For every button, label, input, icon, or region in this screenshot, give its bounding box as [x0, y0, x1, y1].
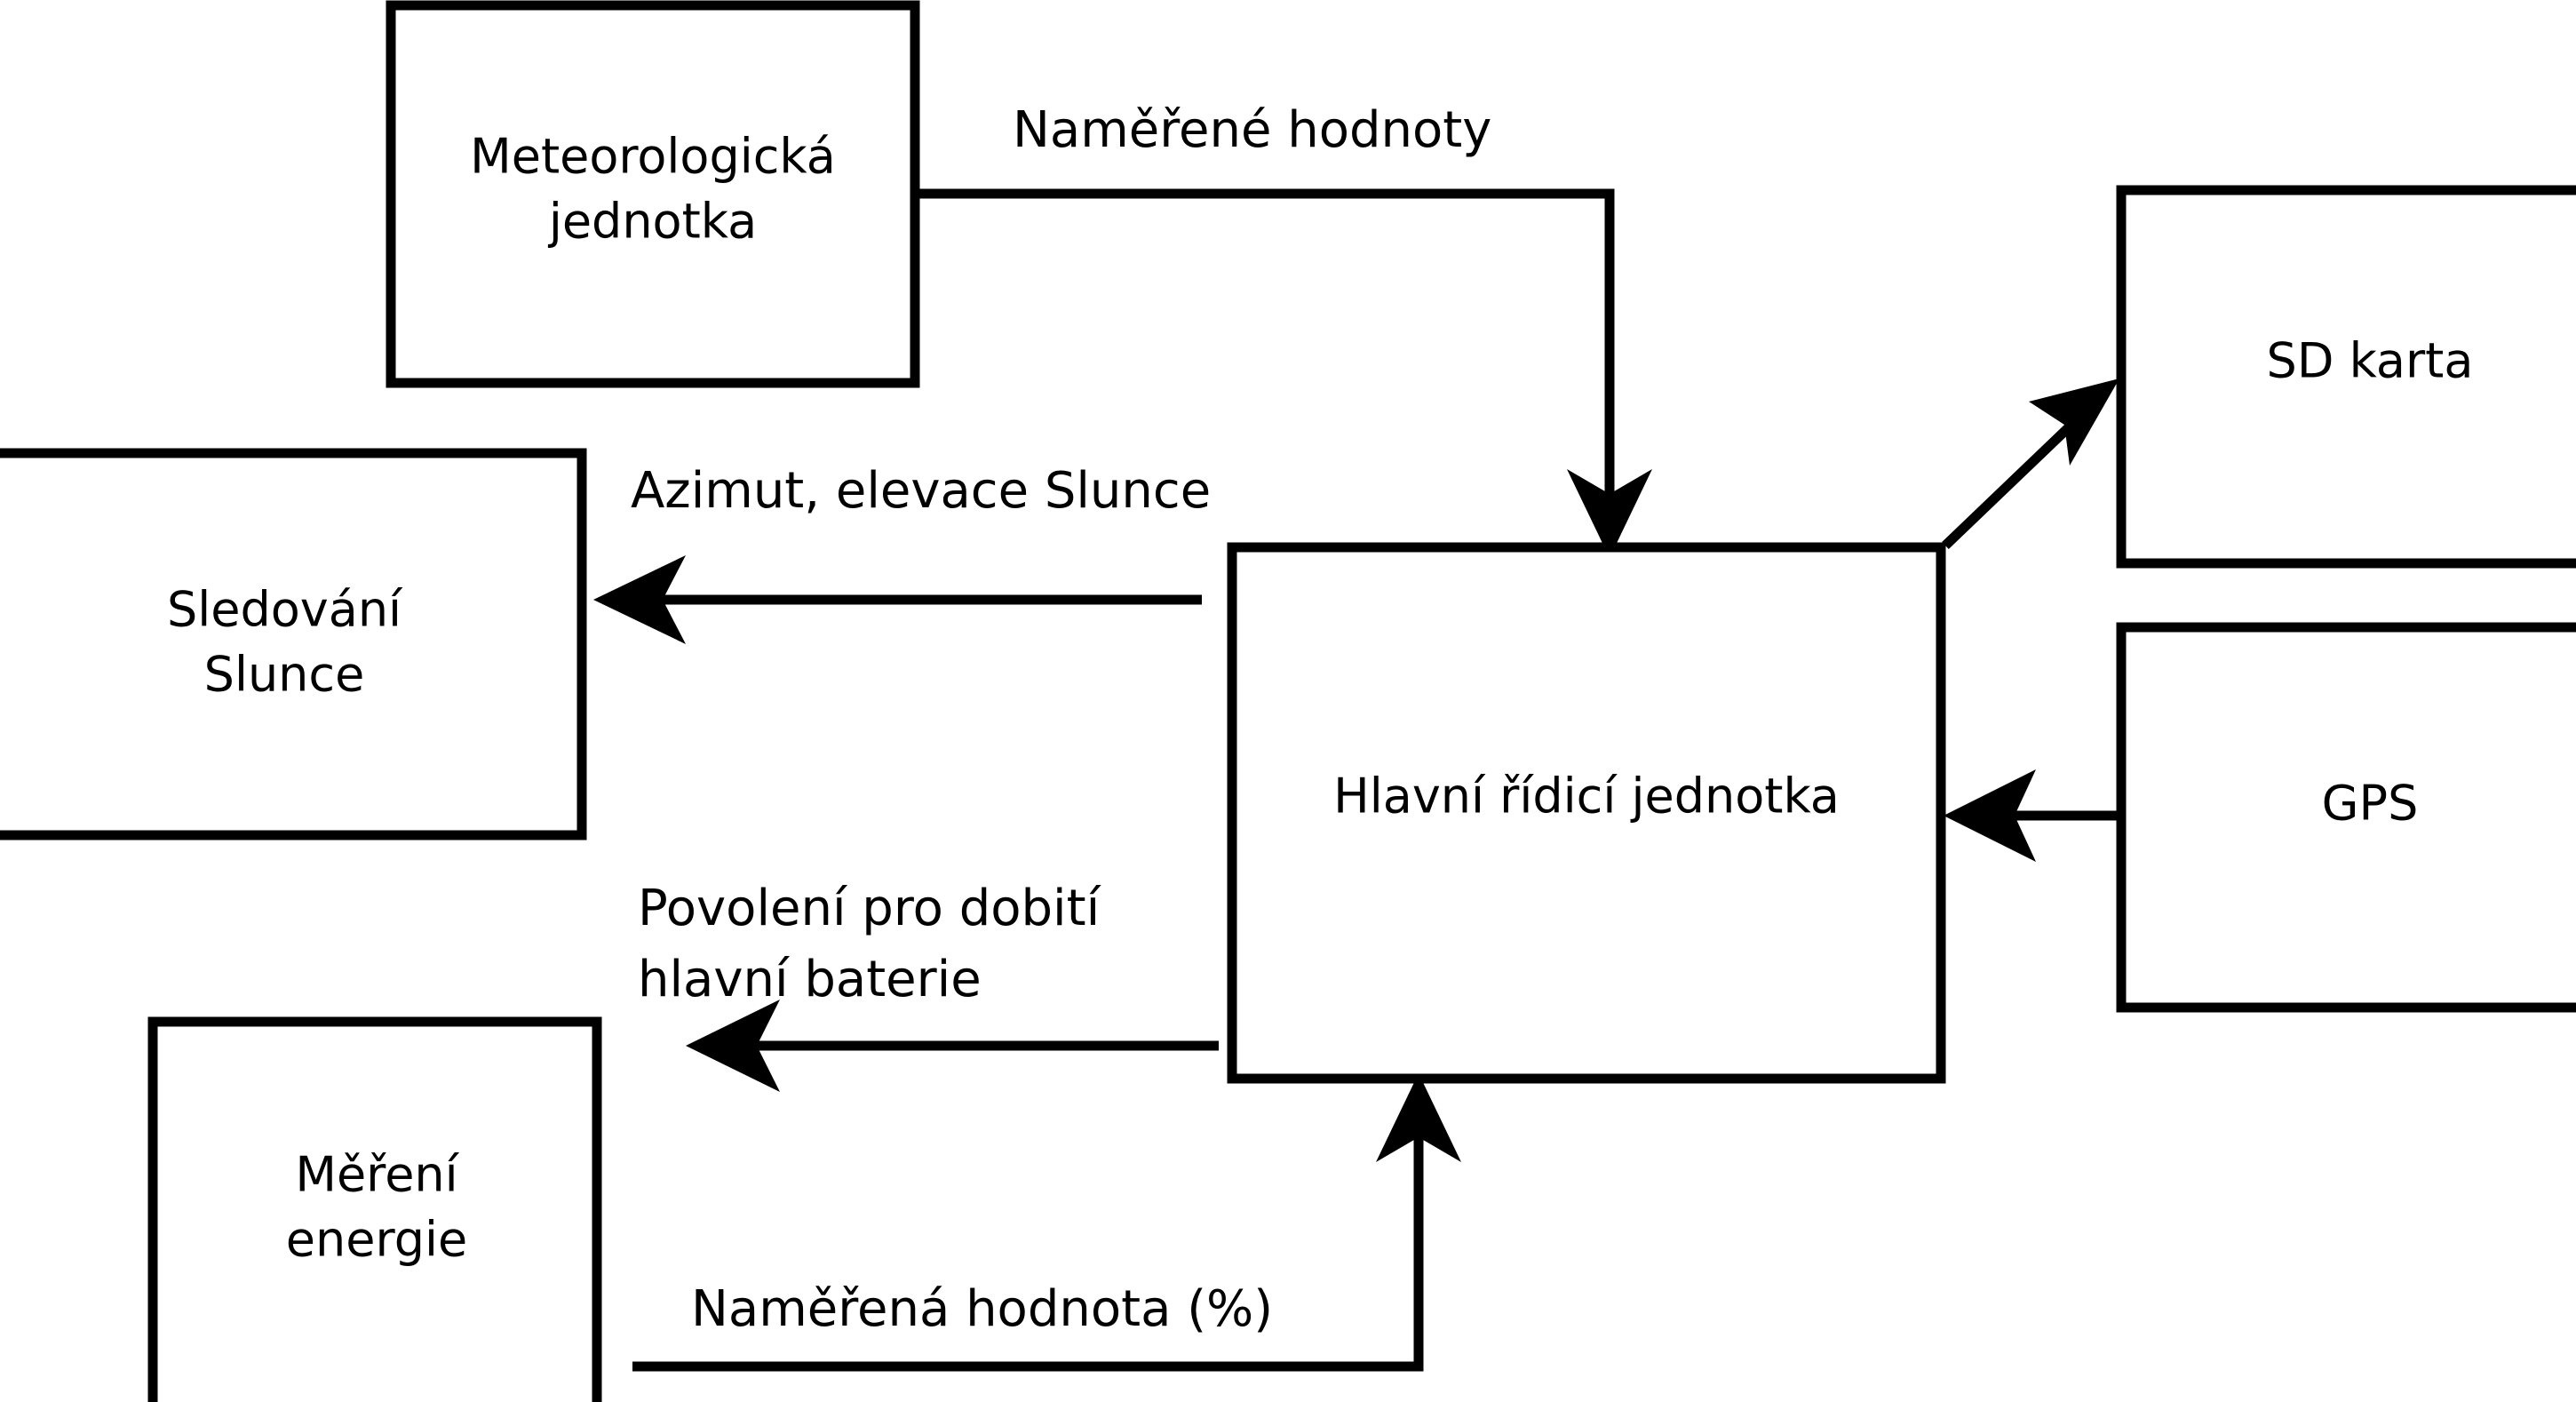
edge-main-to-tracking	[593, 555, 1202, 644]
edge-label-main-to-energy-line1: Povolení pro dobití	[638, 880, 1102, 937]
edge-meteo-to-main-line	[915, 188, 1615, 502]
node-label-meteo-line1: Meteorologická	[470, 129, 836, 185]
edge-main-to-energy-arrowhead	[686, 1000, 780, 1092]
edge-energy-to-main-line	[632, 1128, 1424, 1372]
edge-label-main-to-energy-line2: hlavní baterie	[638, 951, 982, 1008]
edge-meteo-to-main	[915, 188, 1652, 558]
node-label-main: Hlavní řídicí jednotka	[1333, 769, 1840, 824]
edge-meteo-to-main-arrowhead	[1567, 469, 1652, 558]
node-box-meteo[interactable]	[386, 0, 920, 388]
node-label-gps: GPS	[2322, 776, 2419, 832]
edge-main-to-sd	[1942, 378, 2119, 549]
node-box-tracking[interactable]	[0, 448, 587, 840]
edge-label-energy-to-main: Naměřená hodnota (%)	[691, 1280, 1273, 1338]
node-label-meteo-line2: jednotka	[548, 194, 757, 250]
edge-main-to-sd-line	[1942, 423, 2073, 549]
node-label-energy-line1: Měření	[295, 1147, 459, 1203]
edge-gps-to-main	[1944, 769, 2123, 862]
edge-energy-to-main	[632, 1073, 1461, 1372]
edge-main-to-sd-arrowhead	[2029, 378, 2119, 466]
edge-energy-to-main-arrowhead	[1376, 1073, 1461, 1162]
node-label-energy-line2: energie	[286, 1212, 467, 1268]
node-box-sd[interactable]	[2116, 185, 2576, 569]
node-label-tracking-line1: Sledování	[167, 582, 403, 638]
edge-main-to-energy	[686, 1000, 1219, 1092]
node-box-main[interactable]	[1227, 542, 1946, 1084]
edge-label-meteo-to-main: Naměřené hodnoty	[1013, 101, 1491, 159]
edge-main-to-tracking-arrowhead	[593, 555, 686, 644]
node-label-sd: SD karta	[2267, 333, 2474, 389]
node-box-gps[interactable]	[2116, 622, 2576, 1013]
node-label-tracking-line2: Slunce	[204, 647, 365, 703]
edge-gps-to-main-arrowhead	[1944, 769, 2036, 862]
edge-label-main-to-tracking: Azimut, elevace Slunce	[631, 462, 1211, 520]
node-box-energy[interactable]	[147, 1016, 602, 1402]
